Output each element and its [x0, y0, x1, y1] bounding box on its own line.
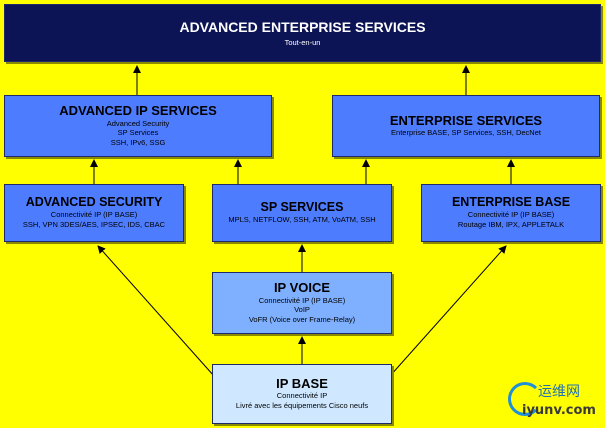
box-line: Livré avec les équipements Cisco neufs	[235, 401, 369, 411]
arrow-ip-base-to-enterprise-base	[389, 245, 507, 377]
box-line: SP Services	[117, 128, 159, 138]
watermark-cn-text: 运维网	[538, 384, 580, 400]
box-line: Enterprise BASE, SP Services, SSH, DecNe…	[391, 128, 541, 138]
box-title: ADVANCED SECURITY	[25, 195, 163, 210]
box-title: ENTERPRISE SERVICES	[389, 112, 543, 128]
box-title: IP BASE	[276, 376, 328, 392]
box-line: MPLS, NETFLOW, SSH, ATM, VoATM, SSH	[228, 215, 376, 224]
box-line: Connectivité IP	[276, 391, 328, 401]
box-line: SSH, IPv6, SSG	[110, 138, 166, 148]
box-sp-services: SP SERVICES MPLS, NETFLOW, SSH, ATM, VoA…	[212, 184, 392, 242]
box-enterprise-services: ENTERPRISE SERVICES Enterprise BASE, SP …	[332, 95, 600, 157]
box-enterprise-base: ENTERPRISE BASE Connectivité IP (IP BASE…	[421, 184, 601, 242]
box-title: ADVANCED ENTERPRISE SERVICES	[179, 19, 426, 35]
box-line: VoFR (Voice over Frame-Relay)	[248, 315, 356, 325]
box-title: SP SERVICES	[260, 200, 344, 215]
box-line: Routage IBM, IPX, APPLETALK	[457, 219, 565, 229]
box-advanced-security: ADVANCED SECURITY Connectivité IP (IP BA…	[4, 184, 184, 242]
box-line: VoIP	[294, 305, 310, 315]
box-line: Advanced Security	[106, 118, 170, 128]
box-line: Connectivité IP (IP BASE)	[467, 210, 555, 220]
box-line: Tout-en-un	[284, 38, 321, 48]
watermark-en-text: iyunv.com	[522, 403, 596, 418]
box-title: ADVANCED IP SERVICES	[59, 103, 217, 119]
watermark-logo: 运维网 iyunv.com	[498, 376, 602, 426]
box-title: IP VOICE	[273, 280, 331, 296]
arrow-ip-base-to-advanced-security	[97, 245, 215, 377]
box-line: SSH, VPN 3DES/AES, IPSEC, IDS, CBAC	[22, 219, 166, 229]
watermark-swirl-icon	[508, 382, 542, 416]
box-advanced-enterprise-services: ADVANCED ENTERPRISE SERVICES Tout-en-un	[4, 4, 601, 62]
box-advanced-ip-services: ADVANCED IP SERVICES Advanced Security S…	[4, 95, 272, 157]
box-ip-voice: IP VOICE Connectivité IP (IP BASE) VoIP …	[212, 272, 392, 334]
box-line: Connectivité IP (IP BASE)	[50, 210, 138, 220]
box-line: Connectivité IP (IP BASE)	[258, 295, 346, 305]
box-ip-base: IP BASE Connectivité IP Livré avec les é…	[212, 364, 392, 424]
box-title: ENTERPRISE BASE	[451, 195, 571, 210]
